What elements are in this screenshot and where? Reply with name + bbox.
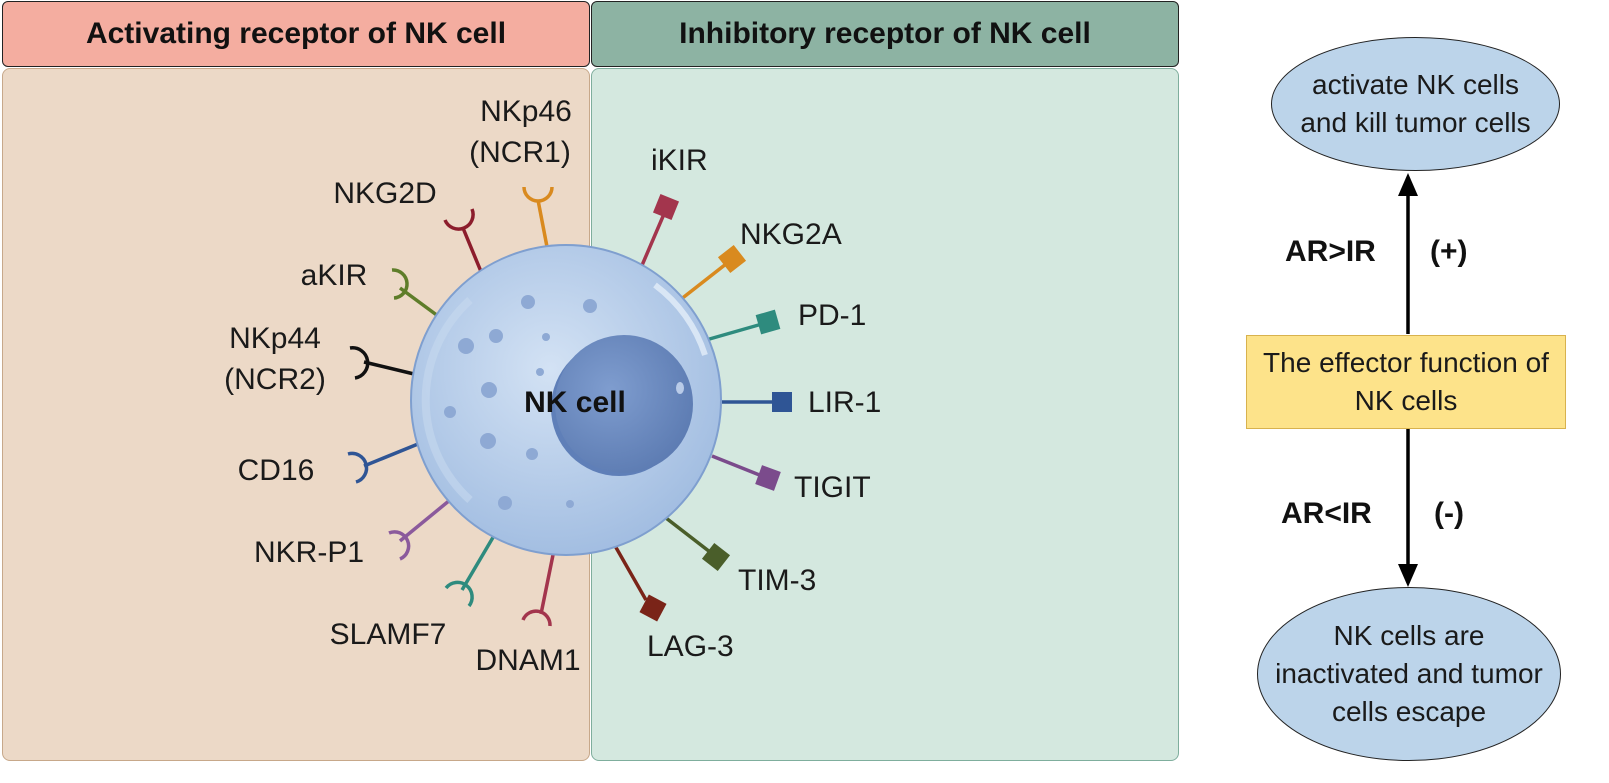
negative-sign-label: (-) [1434,497,1464,530]
nk-cell-diagram: NKp46 (NCR1) NKG2D aKIR NKp44 (NCR2) CD1… [224,95,881,677]
receptor-label-nkg2d: NKG2D [333,177,436,210]
nk-cell-body: NK cell [410,244,722,556]
receptor-dnam1: DNAM1 [475,549,581,677]
receptor-label-tigit: TIGIT [794,471,871,504]
receptor-tigit: TIGIT [711,454,871,504]
effector-function-text: The effector function of NK cells [1263,347,1549,416]
outcome-activate-ellipse: activate NK cells and kill tumor cells [1271,37,1560,171]
receptor-nkg2d: NKG2D [333,177,484,275]
effector-function-box: The effector function of NK cells [1246,335,1566,429]
nucleus [551,335,693,476]
receptor-cd16: CD16 [238,442,419,487]
positive-sign-label: (+) [1430,235,1468,268]
receptor-label-akir: aKIR [301,259,368,292]
receptor-nkr-p1: NKR-P1 [254,498,452,569]
receptor-label-nkp46: NKp46 [480,95,572,128]
receptor-sublabel-nkp46: (NCR1) [469,136,571,169]
inhibitory-header: Inhibitory receptor of NK cell [591,1,1179,67]
receptor-label-ikir: iKIR [651,144,708,177]
receptor-label-lir-1: LIR-1 [808,386,881,419]
arrow-up-icon [1398,173,1418,334]
activating-header-text: Activating receptor of NK cell [85,17,507,50]
ar-less-ir-label: AR<IR [1281,497,1372,530]
inhibitory-header-text: Inhibitory receptor of NK cell [679,17,1091,50]
receptor-akir: aKIR [301,259,440,318]
receptor-nkg2a: NKG2A [678,218,842,302]
receptor-lir-1: LIR-1 [722,386,881,419]
activating-header: Activating receptor of NK cell [2,1,590,67]
receptor-lag-3: LAG-3 [612,543,734,663]
receptor-label-pd-1: PD-1 [798,299,866,332]
nk-cell-label: NK cell [524,386,626,419]
outcome-escape-text: NK cells are inactivated and tumor cells… [1275,620,1543,727]
receptor-label-cd16: CD16 [238,454,315,487]
cytoplasm-granules [444,295,597,510]
receptor-nkp44: NKp44 (NCR2) [224,322,415,396]
receptor-ikir: iKIR [638,144,708,271]
outcome-escape-ellipse: NK cells are inactivated and tumor cells… [1257,587,1561,761]
receptor-label-nkp44: NKp44 [229,322,321,355]
receptor-nkp46: NKp46 (NCR1) [469,95,572,253]
receptor-sublabel-nkp44: (NCR2) [224,363,326,396]
arrow-down-icon [1398,429,1418,587]
receptor-label-nkr-p1: NKR-P1 [254,536,364,569]
receptor-label-lag-3: LAG-3 [647,630,734,663]
receptor-pd-1: PD-1 [705,299,866,342]
ar-greater-ir-label: AR>IR [1285,235,1376,268]
receptor-label-slamf7: SLAMF7 [330,618,447,651]
outcome-activate-text: activate NK cells and kill tumor cells [1300,69,1531,138]
receptor-label-dnam1: DNAM1 [475,644,580,677]
receptor-slamf7: SLAMF7 [330,533,497,651]
receptor-label-nkg2a: NKG2A [740,218,842,251]
receptor-tim-3: TIM-3 [664,516,816,597]
receptor-label-tim-3: TIM-3 [738,564,816,597]
